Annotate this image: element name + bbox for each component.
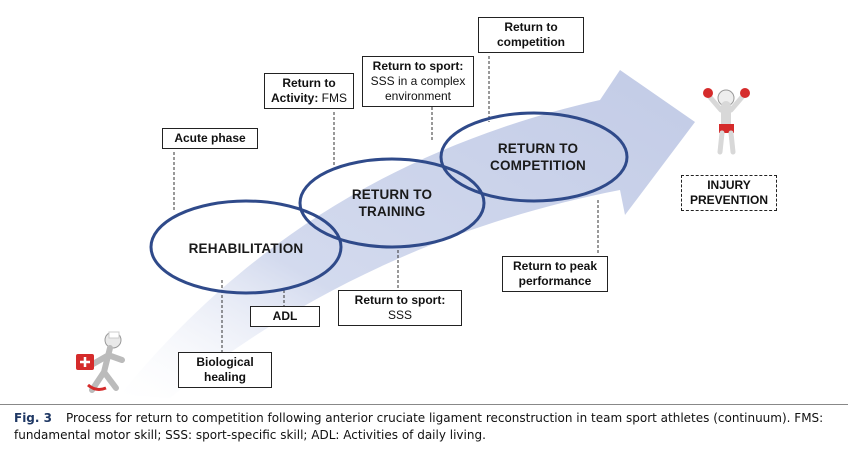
return-to-competition-ellipse xyxy=(439,111,629,203)
caption-text: Process for return to competition follow… xyxy=(14,411,824,442)
phase-return-to-training: RETURN TO TRAINING xyxy=(351,187,433,219)
phase-return-to-competition: RETURN TO COMPETITION xyxy=(490,141,586,173)
label-biological-healing: Biological healing xyxy=(178,352,272,388)
label-injury-prevention: INJURY PREVENTION xyxy=(681,175,777,211)
label-return-to-activity: Return to Activity: FMS xyxy=(264,73,354,109)
label-return-to-sport-sss: Return to sport:SSS xyxy=(338,290,462,326)
caption-divider xyxy=(0,404,848,405)
return-to-training-ellipse xyxy=(298,157,486,249)
injured-runner-icon xyxy=(76,331,125,393)
label-return-to-competition: Return to competition xyxy=(478,17,584,53)
rehabilitation-ellipse xyxy=(149,199,343,295)
label-adl: ADL xyxy=(250,306,320,327)
label-return-to-sport-complex: Return to sport: SSS in a complex enviro… xyxy=(362,56,474,107)
continuum-arrow xyxy=(120,70,695,398)
figure-number: Fig. 3 xyxy=(14,411,52,425)
label-acute-phase: Acute phase xyxy=(162,128,258,149)
label-return-to-peak-performance: Return to peak performance xyxy=(502,256,608,292)
phase-rehabilitation: REHABILITATION xyxy=(188,241,304,256)
boxer-champion-icon xyxy=(703,88,750,155)
